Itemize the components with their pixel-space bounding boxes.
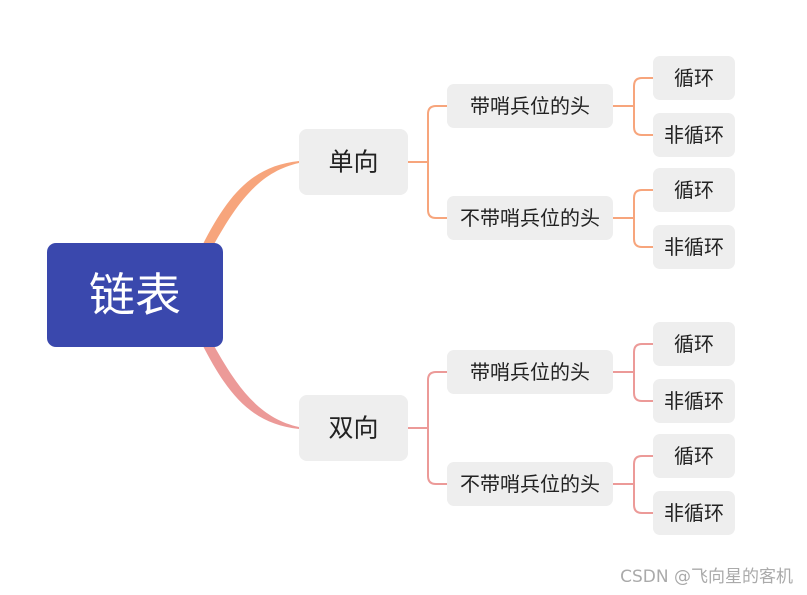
leaf-node	[653, 56, 735, 100]
sub-node	[447, 196, 613, 240]
branch-node	[299, 395, 408, 461]
sub-connector	[427, 428, 447, 485]
sub-node	[447, 84, 613, 128]
sub-connector	[427, 105, 447, 162]
leaf-connector	[633, 343, 653, 372]
sub-node-label: 不带哨兵位的头	[460, 472, 600, 496]
leaf-node	[653, 225, 735, 269]
sub-connector	[427, 371, 447, 428]
branch-node-label: 单向	[328, 148, 378, 177]
leaf-node-label: 非循环	[664, 235, 724, 259]
watermark: CSDN @飞向星的客机	[620, 567, 793, 587]
leaf-node	[653, 113, 735, 157]
sub-node-label: 带哨兵位的头	[470, 360, 590, 384]
connector-layer	[202, 77, 653, 514]
leaf-connector	[633, 77, 653, 106]
sub-node-label: 不带哨兵位的头	[460, 206, 600, 230]
leaf-node-label: 循环	[674, 178, 714, 202]
node-layer: 链表单向带哨兵位的头循环非循环不带哨兵位的头循环非循环双向带哨兵位的头循环非循环…	[47, 56, 735, 535]
leaf-connector	[633, 484, 653, 514]
leaf-node	[653, 322, 735, 366]
leaf-node-label: 循环	[674, 66, 714, 90]
leaf-connector	[633, 372, 653, 402]
root-node	[47, 243, 223, 347]
leaf-connector	[633, 455, 653, 484]
branch-node-label: 双向	[328, 414, 378, 443]
root-node-label: 链表	[89, 268, 181, 322]
leaf-node-label: 循环	[674, 332, 714, 356]
branch-node	[299, 129, 408, 195]
leaf-connector	[633, 106, 653, 136]
leaf-node-label: 非循环	[664, 501, 724, 525]
leaf-node	[653, 168, 735, 212]
leaf-connector	[633, 189, 653, 218]
branch-connector	[202, 344, 299, 429]
leaf-node-label: 非循环	[664, 389, 724, 413]
branch-connector	[202, 161, 299, 246]
sub-connector	[427, 162, 447, 219]
leaf-node	[653, 379, 735, 423]
leaf-node-label: 非循环	[664, 123, 724, 147]
sub-node	[447, 350, 613, 394]
leaf-node	[653, 434, 735, 478]
sub-node-label: 带哨兵位的头	[470, 94, 590, 118]
leaf-connector	[633, 218, 653, 248]
leaf-node-label: 循环	[674, 444, 714, 468]
sub-node	[447, 462, 613, 506]
leaf-node	[653, 491, 735, 535]
